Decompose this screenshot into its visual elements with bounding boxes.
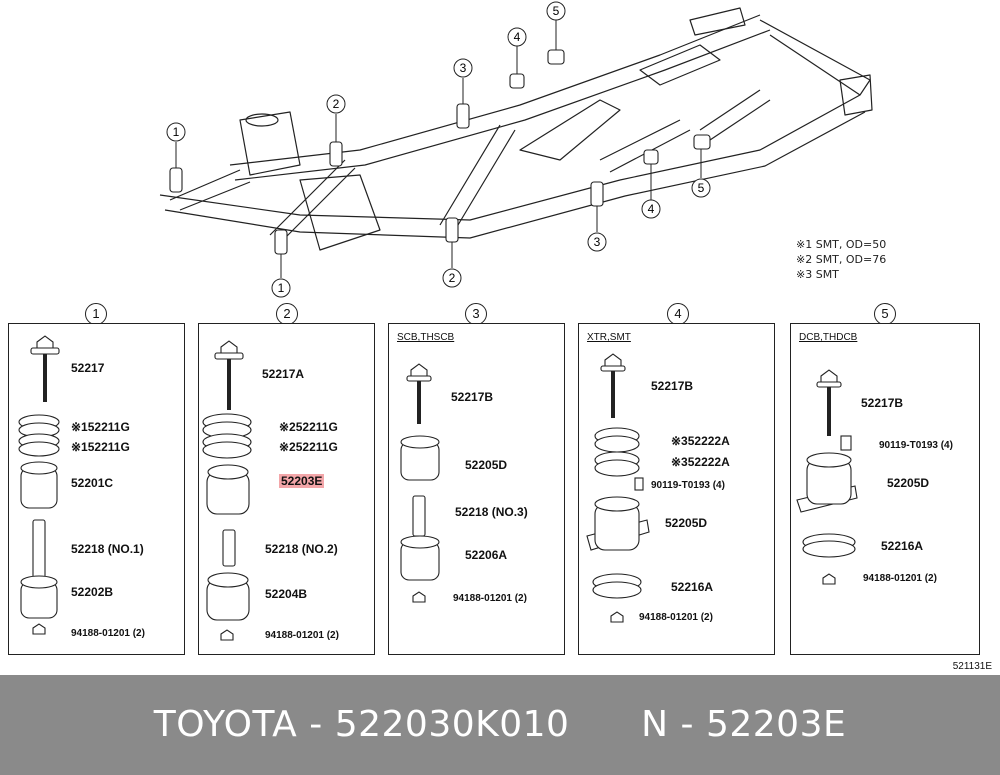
svg-text:5: 5 [553, 4, 560, 18]
note-3: ※3 SMT [796, 268, 839, 281]
part-label: 52217 [71, 361, 105, 375]
svg-text:4: 4 [648, 202, 655, 216]
svg-text:1: 1 [173, 125, 180, 139]
svg-text:1: 1 [278, 281, 285, 295]
part-label: 52205D [665, 516, 708, 530]
column-number-4: 4 [667, 303, 689, 325]
footer-part-number: 52203E [705, 704, 847, 745]
part-label: 52217B [651, 379, 694, 393]
footer-brand: TOYOTA [153, 704, 298, 745]
svg-text:2: 2 [449, 271, 456, 285]
frame-callout-4b: 4 [641, 199, 661, 219]
part-label: ※252211G [279, 420, 338, 434]
column-number-2: 2 [276, 303, 298, 325]
column-number-5: 5 [874, 303, 896, 325]
part-label: ※152211G [71, 420, 130, 434]
part-label: 52218 (NO.3) [455, 505, 528, 519]
part-label: ※152211G [71, 440, 130, 454]
svg-text:3: 3 [594, 235, 601, 249]
panel-2: 52217A ※252211G ※252211G 52203E 52218 (N… [198, 323, 375, 655]
part-label: 52218 (NO.2) [265, 542, 338, 556]
frame-callout-3b: 3 [587, 232, 607, 252]
part-label: 52201C [71, 476, 114, 490]
figure-id: 521131E [952, 661, 992, 672]
part-label: 52217B [451, 390, 494, 404]
part-label: 52216A [881, 539, 924, 553]
panel-5: DCB,THDCB 52217B 90119-T0193 (4) 52205D … [790, 323, 980, 655]
note-2: ※2 SMT, OD=76 [796, 253, 887, 266]
frame-callout-1b: 1 [271, 278, 291, 298]
frame-callout-5b: 5 [691, 178, 711, 198]
panel-title: DCB,THDCB [799, 332, 858, 343]
part-label: 52205D [887, 476, 930, 490]
part-label: 52217A [262, 367, 305, 381]
frame-callout-3a: 3 [453, 58, 473, 78]
part-label: 94188-01201 (2) [863, 573, 937, 584]
frame-callout-1a: 1 [166, 122, 186, 142]
note-1: ※1 SMT, OD=50 [796, 238, 887, 251]
frame-callout-2b: 2 [442, 268, 462, 288]
vehicle-frame-diagram: 1 2 3 4 5 5 4 3 2 1 [159, 1, 873, 298]
part-label: 52217B [861, 396, 904, 410]
part-label: 52202B [71, 585, 114, 599]
frame-callout-5a: 5 [546, 1, 566, 21]
panel-1: 52217 ※152211G ※152211G 52201C 52218 (NO… [8, 323, 185, 655]
part-label: 90119-T0193 (4) [651, 480, 725, 491]
part-label: 94188-01201 (2) [639, 612, 713, 623]
frame-callout-4a: 4 [507, 27, 527, 47]
highlighted-part-label: 52203E [279, 474, 325, 488]
part-label: ※352222A [671, 455, 730, 469]
frame-callout-2a: 2 [326, 94, 346, 114]
part-label: 52206A [465, 548, 508, 562]
part-label: 52204B [265, 587, 308, 601]
part-label: ※352222A [671, 434, 730, 448]
part-label: 52205D [465, 458, 508, 472]
column-number-3: 3 [465, 303, 487, 325]
panel-title: SCB,THSCB [397, 332, 455, 343]
svg-text:3: 3 [460, 61, 467, 75]
part-label: 52216A [671, 580, 714, 594]
part-label: 94188-01201 (2) [71, 628, 145, 639]
footer-bar: TOYOTA - 522030K010 N - 52203E [0, 675, 1000, 775]
column-number-1: 1 [85, 303, 107, 325]
footer-n: N [641, 704, 669, 745]
panel-3: SCB,THSCB 52217B 52205D 52218 (NO.3) 522… [388, 323, 565, 655]
svg-text:4: 4 [514, 30, 521, 44]
part-label: 90119-T0193 (4) [879, 440, 953, 451]
panel-4: XTR,SMT 52217B ※352222A ※352222A 90119-T… [578, 323, 775, 655]
panel-title: XTR,SMT [587, 332, 631, 343]
svg-text:2: 2 [333, 97, 340, 111]
svg-text:5: 5 [698, 181, 705, 195]
footer-oem-number: 522030K010 [334, 704, 570, 745]
part-label: 94188-01201 (2) [453, 593, 527, 604]
part-label: ※252211G [279, 440, 338, 454]
part-label: 94188-01201 (2) [265, 630, 339, 641]
part-label: 52218 (NO.1) [71, 542, 144, 556]
